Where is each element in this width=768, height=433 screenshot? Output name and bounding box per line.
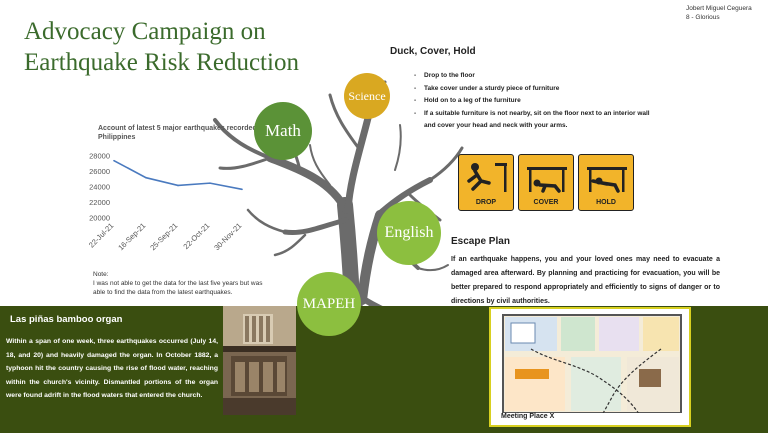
escape-plan-text: If an earthquake happens, you and your l… — [451, 256, 720, 305]
math-circle: Math — [254, 102, 312, 160]
hold-label: HOLD — [596, 199, 616, 206]
english-circle: English — [377, 201, 441, 265]
cover-label: COVER — [533, 199, 559, 206]
note-text: I was not able to get the data for the l… — [93, 280, 263, 296]
escape-plan-title: Escape Plan — [451, 236, 510, 247]
list-item: Take cover under a sturdy piece of furni… — [414, 83, 654, 96]
meeting-place-label: Meeting Place X — [501, 413, 555, 420]
author-name: Jobert Miguel Ceguera — [686, 5, 752, 12]
hold-sign: HOLD — [578, 154, 634, 211]
organ-text: Within a span of one week, three earthqu… — [6, 338, 218, 399]
drop-sign: DROP — [458, 154, 514, 211]
author-block: Jobert Miguel Ceguera 8 - Glorious — [686, 4, 752, 22]
duck-cover-hold-list: Drop to the floor Take cover under a stu… — [414, 70, 654, 133]
page-title: Advocacy Campaign on Earthquake Risk Red… — [24, 18, 299, 76]
drop-figure-icon — [467, 163, 507, 192]
data-point — [209, 182, 211, 184]
list-item: Hold on to a leg of the furniture — [414, 95, 654, 108]
chart-note: Note: I was not able to get the data for… — [93, 270, 273, 297]
list-item: Drop to the floor — [414, 70, 654, 83]
data-point — [177, 184, 179, 187]
duck-cover-hold-title: Duck, Cover, Hold — [390, 46, 476, 57]
drop-cover-hold-signs: DROP COVER HOLD — [458, 154, 634, 211]
y-tick-label: 28000 — [89, 152, 110, 161]
note-label: Note: — [93, 271, 109, 278]
y-tick-label: 26000 — [89, 167, 110, 176]
cover-figure-icon — [527, 167, 567, 193]
x-tick-label: 25-Sep-21 — [148, 221, 179, 252]
hold-figure-icon — [587, 167, 627, 193]
chart-title: Account of latest 5 major earthquakes re… — [98, 125, 278, 141]
cover-sign: COVER — [518, 154, 574, 211]
y-tick-label: 22000 — [89, 198, 110, 207]
x-tick-label: 22-Oct-21 — [181, 221, 211, 251]
escape-floor-plan — [489, 307, 691, 427]
x-tick-label: 30-Nov-21 — [212, 221, 243, 252]
organ-title: Las piñas bamboo organ — [10, 314, 123, 325]
data-point — [241, 188, 243, 191]
x-tick-label: 22-Jul-21 — [87, 221, 115, 249]
list-item: If a suitable furniture is not nearby, s… — [414, 108, 654, 133]
y-tick-label: 24000 — [89, 183, 110, 192]
drop-label: DROP — [475, 199, 497, 206]
data-point — [145, 176, 147, 179]
data-point — [113, 159, 115, 162]
y-tick-label: 20000 — [89, 214, 110, 223]
science-circle: Science — [344, 73, 390, 119]
x-tick-label: 16-Sep-21 — [116, 221, 147, 252]
mapeh-circle: MAPEH — [297, 272, 361, 336]
author-section: 8 - Glorious — [686, 14, 720, 21]
organ-photo — [223, 306, 296, 415]
